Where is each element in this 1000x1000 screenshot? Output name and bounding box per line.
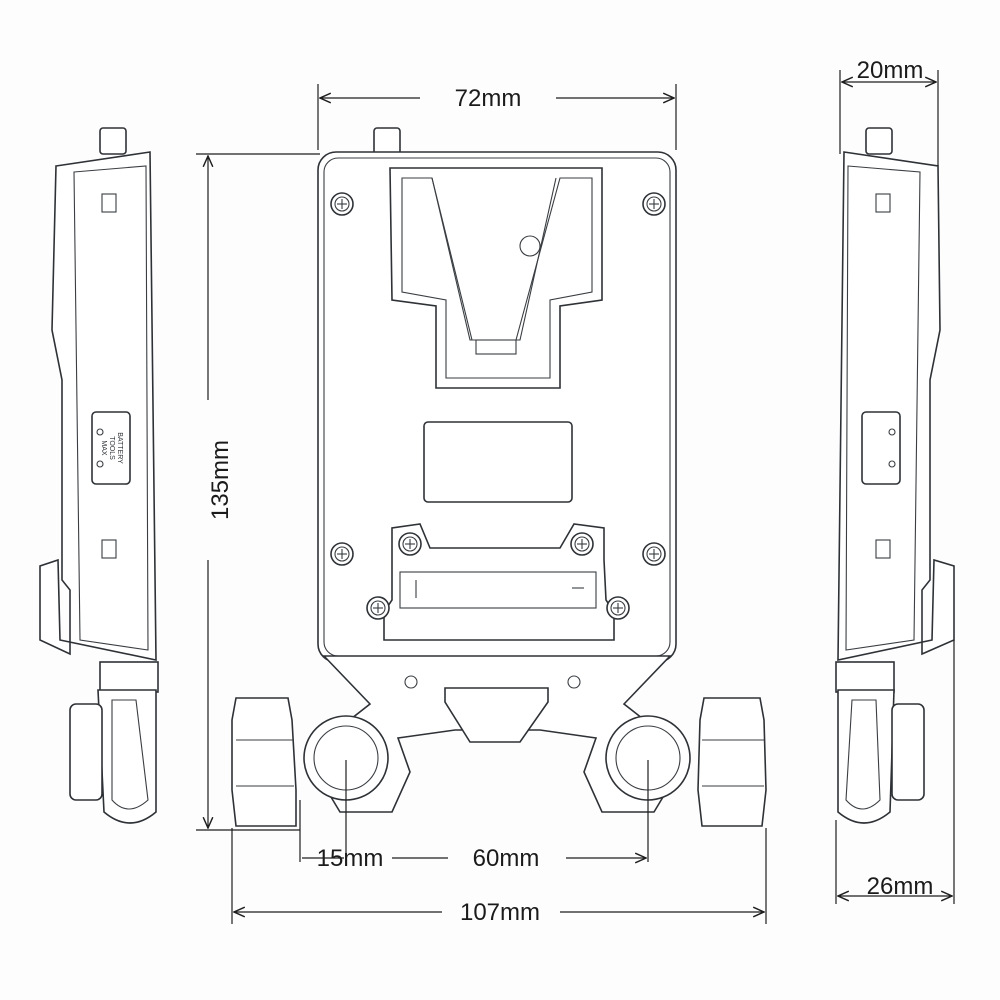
screw-mid-left — [330, 542, 354, 566]
right-side-view — [835, 127, 955, 824]
side-label-right — [861, 411, 901, 485]
dimension-lines — [196, 70, 955, 924]
dim-total-width: 107mm — [460, 899, 540, 926]
top-pin — [373, 127, 401, 155]
screw-block-left — [398, 532, 422, 556]
side-clamp-left — [97, 689, 157, 824]
side-label-left — [91, 411, 131, 485]
dim-side-bottom: 26mm — [867, 873, 934, 900]
contact-block — [383, 523, 615, 641]
dim-rod-spacing: 60mm — [473, 845, 540, 872]
dim-rod-diameter: 15mm — [317, 845, 384, 872]
screw-low-right — [606, 596, 630, 620]
dim-height: 135mm — [207, 440, 234, 520]
screw-low-left — [366, 596, 390, 620]
side-clamp-right — [837, 689, 895, 824]
side-label-line3: MAX — [100, 440, 107, 456]
side-label-line1: BATTERY — [116, 432, 123, 464]
dim-side-top: 20mm — [857, 57, 924, 84]
dim-top-width: 72mm — [455, 85, 522, 112]
label-plate — [423, 421, 573, 503]
screw-top-right — [642, 192, 666, 216]
bridge-window — [444, 687, 549, 743]
knob-right — [697, 697, 767, 827]
side-label-line2: TOOLS — [108, 436, 115, 460]
knob-left — [231, 697, 297, 827]
left-side-view: BATTERY TOOLS MAX — [39, 127, 159, 824]
side-body-left — [39, 151, 157, 661]
front-view — [231, 127, 767, 827]
screw-mid-right — [642, 542, 666, 566]
screw-block-right — [570, 532, 594, 556]
side-body-right — [837, 151, 955, 661]
screw-top-left — [330, 192, 354, 216]
